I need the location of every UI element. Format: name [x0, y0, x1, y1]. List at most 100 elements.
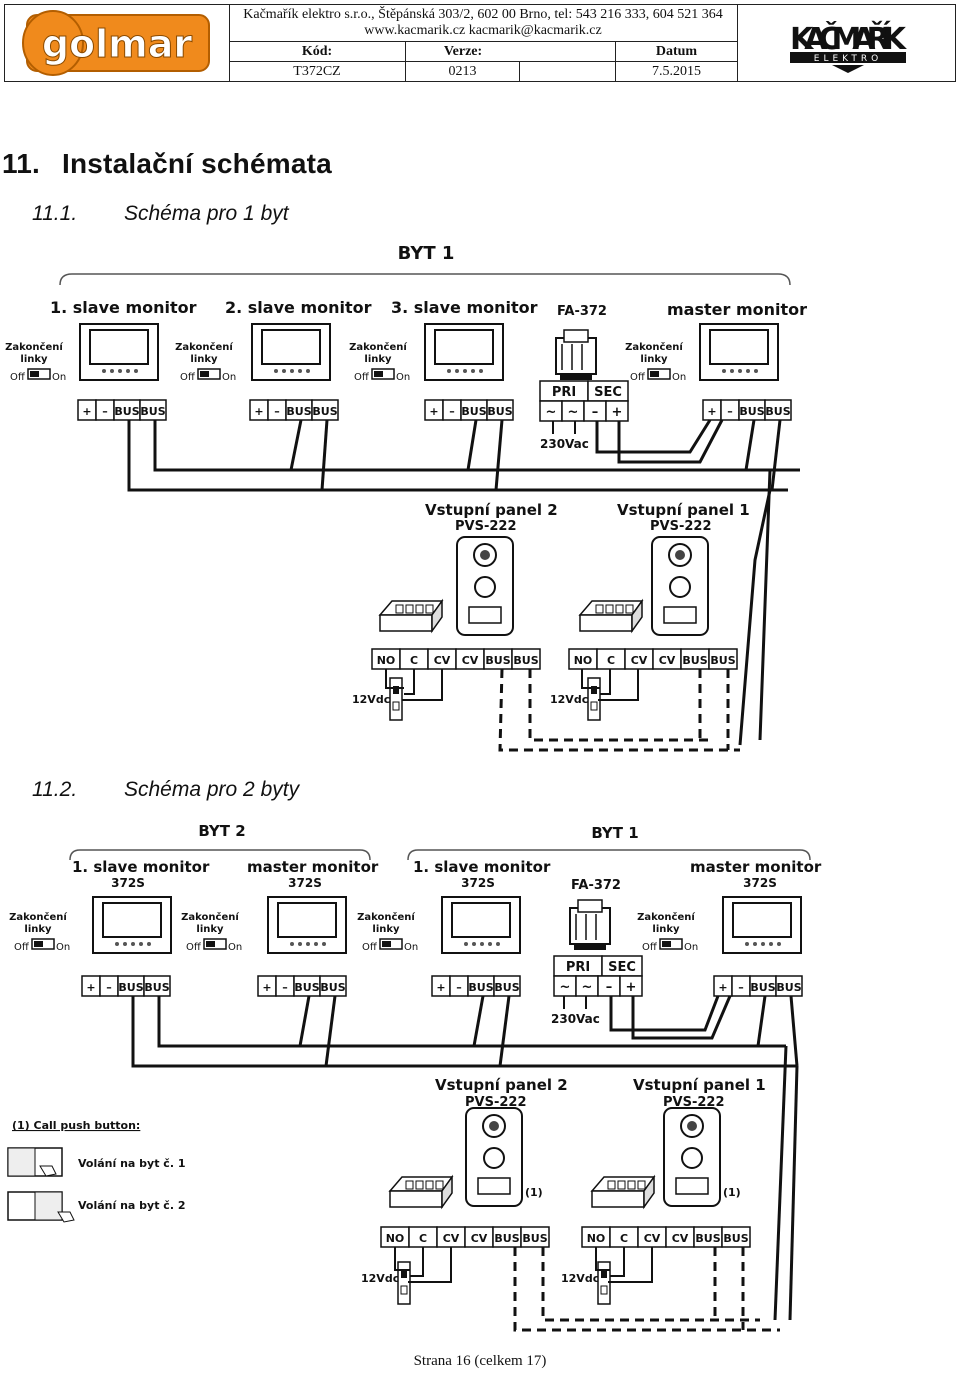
psu-sec-label: SEC	[608, 960, 636, 975]
terminal-label: BUS	[513, 654, 538, 667]
psu-terminal-label: ~	[568, 405, 579, 420]
wire	[788, 1065, 799, 1321]
termination-label: linky	[190, 354, 218, 365]
monitor-button-dot	[447, 369, 451, 373]
wire	[498, 668, 740, 752]
psu-terminal-label: –	[606, 980, 613, 995]
monitor-title: 3. slave monitor	[391, 298, 538, 317]
psu-terminal-label: +	[612, 405, 623, 420]
wire	[498, 995, 511, 1067]
monitor-screen	[102, 902, 162, 938]
terminal-label: BUS	[765, 405, 790, 418]
lock-voltage-label: 12Vdc.	[561, 1272, 603, 1285]
wire	[595, 419, 712, 454]
header-labels-row: Kód: Verze: Datum	[229, 41, 737, 62]
company-line: Kačmařík elektro s.r.o., Štěpánská 303/2…	[243, 7, 723, 22]
wire	[789, 995, 799, 1067]
subsection-2-number: 11.2.	[32, 778, 78, 801]
terminal-label: BUS	[710, 654, 735, 667]
entrance-panel-model: PVS-222	[465, 1095, 526, 1110]
psu-terminal-cell	[605, 400, 629, 422]
document-header: golmar Kačmařík elektro s.r.o., Štěpánsk…	[4, 4, 956, 82]
power-supply-fa372-b	[569, 899, 611, 950]
monitor-button-dot	[753, 942, 757, 946]
lock-latch	[401, 1270, 407, 1278]
section-heading: 11.Instalační schémata	[2, 148, 332, 180]
wire	[324, 995, 337, 1067]
monitor-model: 372S	[288, 876, 322, 890]
module-screw	[607, 1180, 616, 1190]
datum-value: 7.5.2015	[652, 64, 701, 79]
termination-label: Zakončení	[181, 911, 239, 923]
panel-button	[474, 576, 496, 598]
entrance-panel-model: PVS-222	[650, 519, 711, 534]
monitor-3	[424, 323, 504, 381]
call-legend-title: (1) Call push button:	[12, 1119, 140, 1132]
panel-lens	[687, 1121, 697, 1131]
monitor-button-dot	[118, 369, 122, 373]
terminal-cell	[775, 975, 803, 997]
monitor-button-dot	[139, 942, 143, 946]
terminal-label: –	[727, 405, 733, 418]
monitor-b-4	[722, 896, 802, 954]
monitor-button-dot	[472, 942, 476, 946]
monitor-button-dot	[777, 942, 781, 946]
switch-off-label: Off	[14, 942, 30, 953]
terminal-label: –	[738, 981, 744, 994]
terminal-label: BUS	[682, 654, 707, 667]
monitor-button-dot	[455, 369, 459, 373]
header-values-row: T372CZ 0213 7.5.2015	[229, 61, 737, 82]
wire	[770, 419, 782, 491]
monitor-button-dot	[738, 369, 742, 373]
module-side	[643, 1174, 655, 1210]
terminal-label: BUS	[312, 405, 337, 418]
terminal-label: BUS	[487, 405, 512, 418]
monitor-button-dot	[134, 369, 138, 373]
byt-brace	[407, 849, 811, 861]
value-spacer	[520, 62, 616, 82]
panel-name-tag	[663, 606, 697, 624]
wire	[756, 995, 767, 1047]
termination-label: Zakončení	[9, 911, 67, 923]
panel-button	[669, 576, 691, 598]
panel-lens	[675, 550, 685, 560]
wire	[157, 996, 786, 1048]
wire	[608, 1247, 653, 1283]
datum-label: Datum	[655, 44, 698, 59]
switch-knob	[34, 941, 43, 947]
terminal-label: BUS	[320, 981, 345, 994]
switch-on-label: On	[228, 942, 242, 953]
termination-label: Zakončení	[637, 911, 695, 923]
terminal-label: BUS	[739, 405, 764, 418]
kacmarik-logo: KAČMAŘÍK ELEKTRO	[790, 20, 908, 73]
module-screw	[415, 1180, 424, 1190]
entrance-panel-model: PVS-222	[663, 1095, 724, 1110]
module-screw	[435, 1180, 444, 1190]
monitor-button-dot	[769, 942, 773, 946]
termination-label: Zakončení	[5, 341, 63, 353]
monitor-title: 1. slave monitor	[72, 858, 210, 876]
golmar-logo-text: golmar	[42, 22, 193, 66]
monitor-button-dot	[298, 369, 302, 373]
switch-knob	[650, 371, 659, 377]
monitor-button-dot	[479, 369, 483, 373]
wire	[494, 419, 504, 491]
terminal-label: CV	[434, 654, 451, 667]
wire	[513, 1247, 780, 1332]
terminal-label: BUS	[118, 981, 143, 994]
monitor-4	[699, 323, 779, 381]
terminal-label: BUS	[294, 981, 319, 994]
monitor-button-dot	[147, 942, 151, 946]
termination-label: linky	[652, 924, 680, 935]
switch-knob	[374, 371, 383, 377]
panel-button	[681, 1147, 703, 1169]
panel-name-tag	[468, 606, 502, 624]
wire	[402, 669, 443, 701]
